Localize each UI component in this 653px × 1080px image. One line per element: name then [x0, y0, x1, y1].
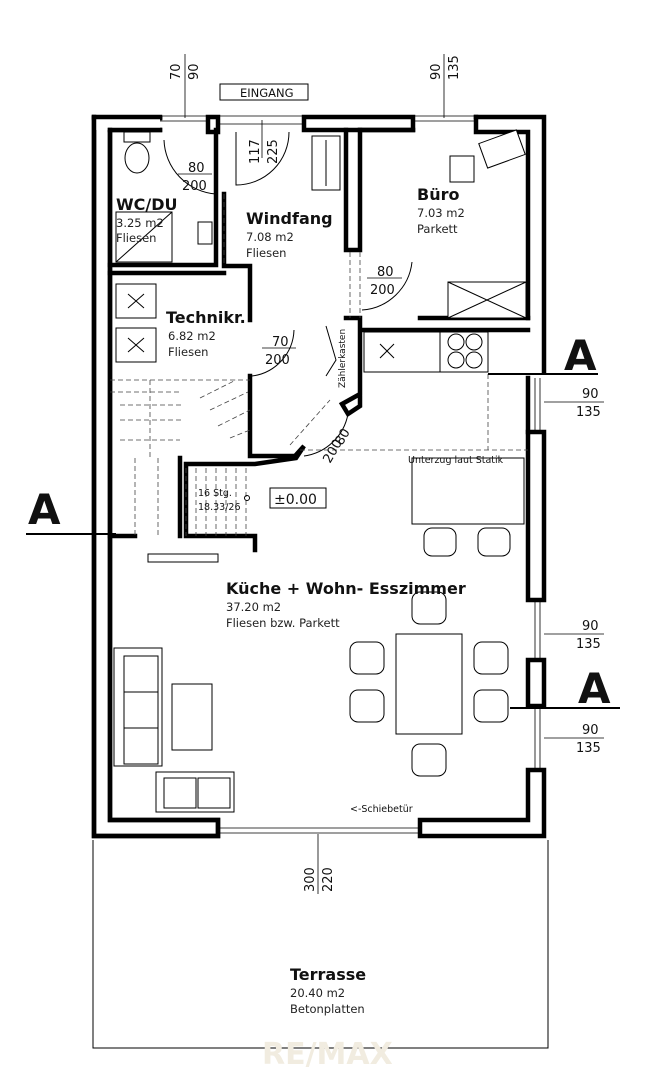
dashed-lines: [110, 194, 528, 536]
technik-name: Technikr.: [166, 308, 246, 327]
technik-floor: Fliesen: [168, 345, 208, 359]
buero-name: Büro: [417, 185, 459, 204]
dim-door-kueche-a: 80: [332, 426, 353, 448]
dim-door-buero-a: 80: [377, 265, 394, 280]
dimension-lines: [178, 54, 604, 894]
dim-window-right-1-a: 90: [582, 387, 599, 402]
dim-door-technik-b: 200: [265, 353, 290, 368]
schiebetuer-label: <-Schiebetür: [350, 804, 413, 815]
dim-window-right-2-b: 135: [576, 637, 601, 652]
terrasse-floor: Betonplatten: [290, 1002, 365, 1016]
wc-area: 3.25 m2: [116, 216, 164, 230]
windfang-area: 7.08 m2: [246, 230, 294, 244]
kueche-floor: Fliesen bzw. Parkett: [226, 616, 340, 630]
section-marker-right-top: A: [564, 331, 597, 380]
stairs-steps-label: 16 Stg.: [198, 488, 232, 499]
dim-door-terrace-b: 220: [321, 867, 336, 892]
dim-window-right-3-b: 135: [576, 741, 601, 756]
dim-window-wc-b: 90: [187, 63, 202, 80]
eingang-label: EINGANG: [240, 86, 294, 100]
level-label: ±0.00: [274, 492, 317, 508]
door-swings: [163, 131, 413, 457]
kueche-name: Küche + Wohn- Esszimmer: [226, 579, 466, 598]
section-marker-right-bottom: A: [578, 664, 611, 713]
windfang-name: Windfang: [246, 209, 333, 228]
dim-window-wc-a: 70: [169, 63, 184, 80]
zaehlerkasten-label: Zählerkasten: [338, 329, 348, 388]
kueche-area: 37.20 m2: [226, 600, 281, 614]
dim-door-wc-a: 80: [188, 161, 205, 176]
wc-name: WC/DU: [116, 195, 178, 214]
dim-window-right-2-a: 90: [582, 619, 599, 634]
section-markers: [26, 373, 620, 709]
dim-door-wc-b: 200: [182, 179, 207, 194]
terrasse-name: Terrasse: [290, 965, 366, 984]
dim-window-buero-b: 135: [447, 55, 462, 80]
dim-window-right-3-a: 90: [582, 723, 599, 738]
buero-floor: Parkett: [417, 222, 458, 236]
section-marker-left: A: [28, 485, 61, 534]
buero-area: 7.03 m2: [417, 206, 465, 220]
dim-window-buero-a: 90: [429, 63, 444, 80]
stairs-ratio-label: 18.33/26: [198, 502, 241, 513]
terrasse-area: 20.40 m2: [290, 986, 345, 1000]
terrace-outline: [92, 840, 549, 1049]
dim-door-entry-a: 117: [248, 139, 263, 164]
dim-window-right-1-b: 135: [576, 405, 601, 420]
dim-door-entry-b: 225: [266, 139, 281, 164]
furniture: [113, 129, 527, 813]
dim-door-technik-a: 70: [272, 335, 289, 350]
windows: [160, 83, 541, 834]
technik-area: 6.82 m2: [168, 329, 216, 343]
remax-watermark: RE/MAX: [262, 1037, 393, 1072]
dim-door-buero-b: 200: [370, 283, 395, 298]
dim-door-terrace-a: 300: [303, 867, 318, 892]
windfang-floor: Fliesen: [246, 246, 286, 260]
wc-floor: Fliesen: [116, 231, 156, 245]
unterzug-label: Unterzug laut Statik: [408, 455, 504, 466]
